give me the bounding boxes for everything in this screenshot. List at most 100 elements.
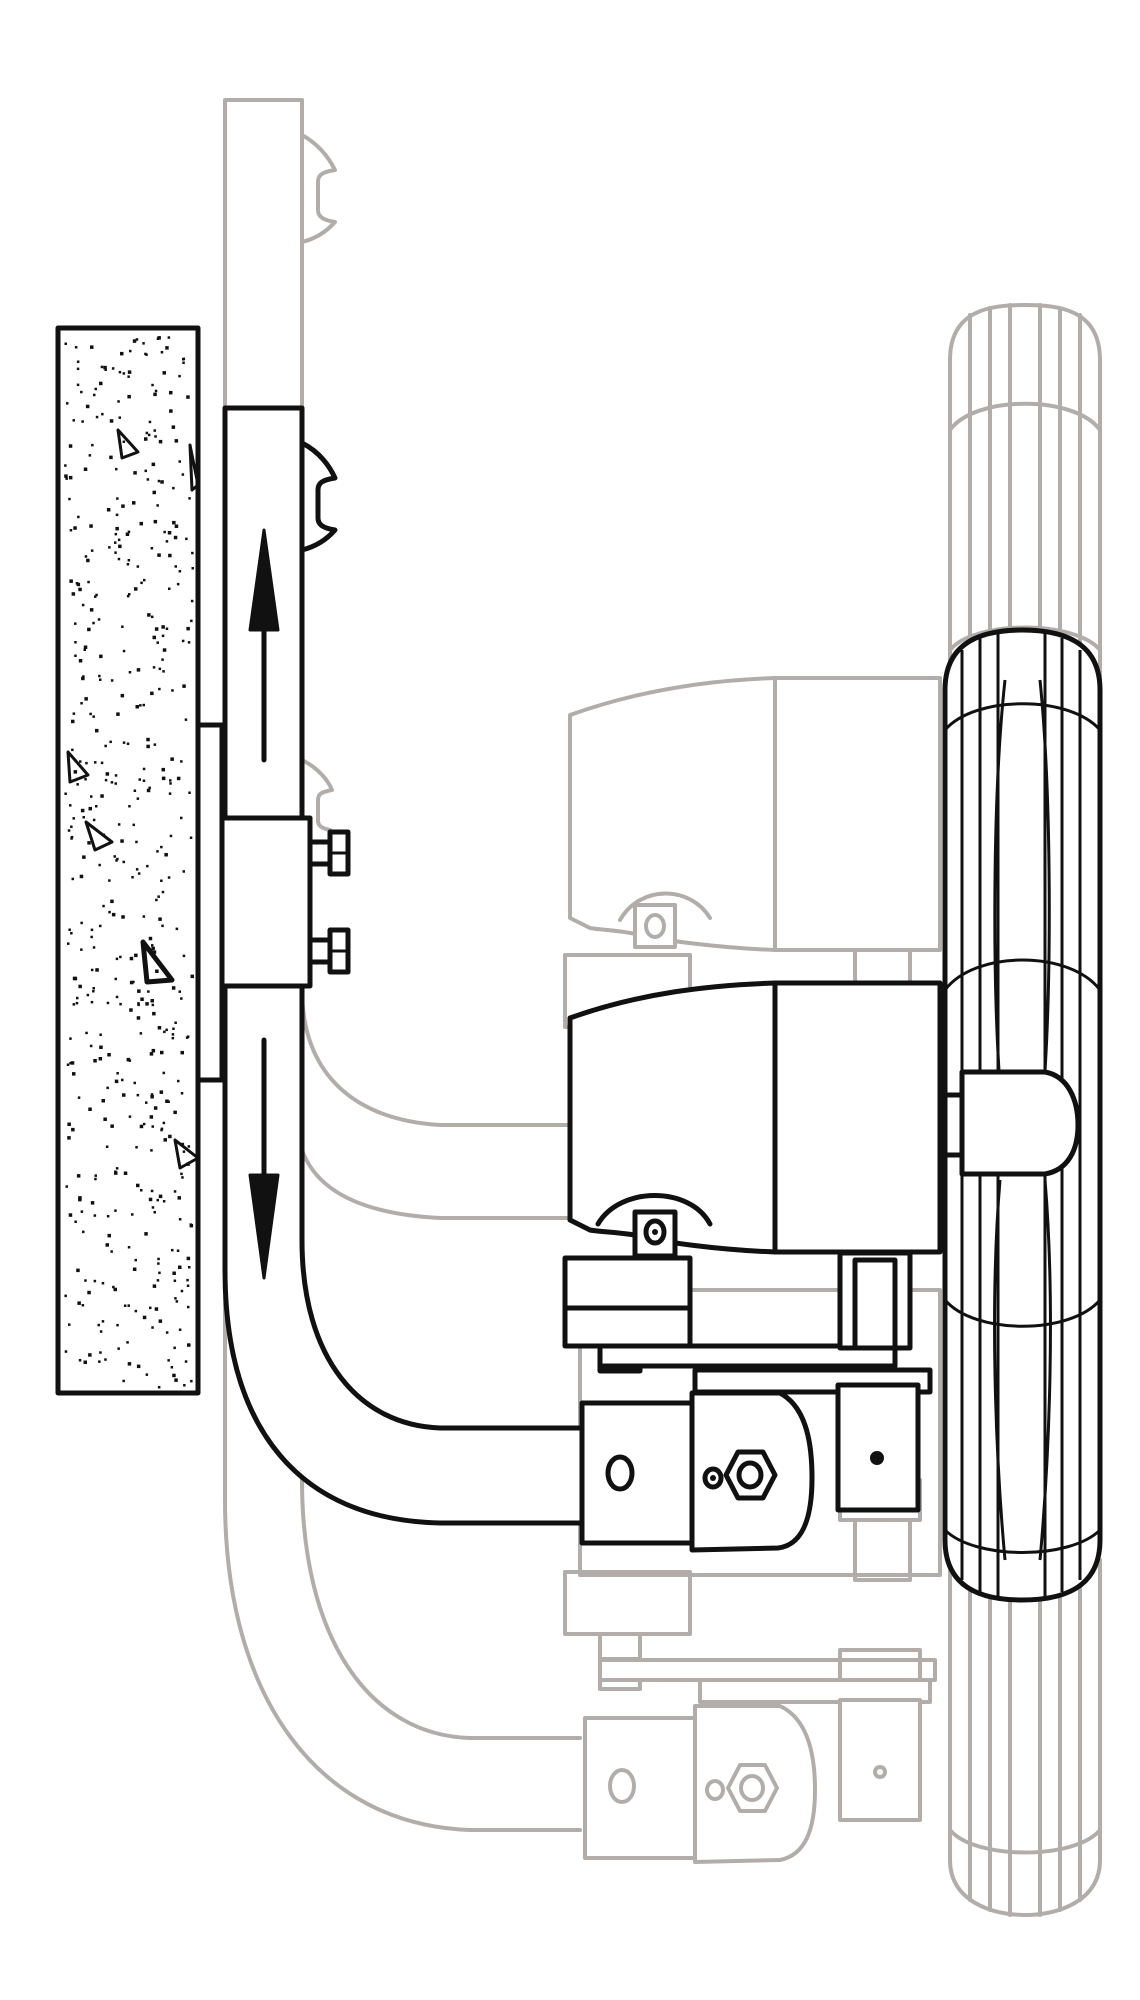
concrete-speck [172,520,176,525]
concrete-speck [79,874,84,879]
concrete-speck [147,613,151,617]
concrete-speck [145,431,149,435]
concrete-speck [146,478,150,481]
concrete-speck [133,1081,136,1085]
concrete-speck [163,1138,167,1142]
concrete-speck [167,531,172,535]
concrete-speck [169,782,172,785]
concrete-speck [140,581,143,585]
concrete-speck [92,987,95,990]
concrete-speck [83,467,88,471]
concrete-speck [151,615,154,619]
concrete-speck [151,944,154,947]
concrete-speck [66,402,69,405]
concrete-speck [115,957,119,961]
concrete-speck [151,1326,154,1329]
concrete-speck [92,946,96,949]
concrete-speck [120,693,125,698]
concrete-speck [153,519,158,524]
concrete-speck [140,997,144,1001]
concrete-speck [154,1307,159,1311]
concrete-speck [81,1304,85,1307]
concrete-speck [164,853,168,857]
wall-plate [195,722,225,1083]
concrete-speck [115,1167,119,1170]
concrete-speck [177,1196,181,1200]
concrete-speck [123,1171,128,1175]
concrete-speck [126,1057,131,1062]
concrete-speck [108,910,111,914]
concrete-speck [160,480,164,484]
concrete-speck [99,1351,102,1354]
concrete-speck [105,1243,109,1247]
concrete-speck [106,508,111,512]
concrete-speck [92,818,96,822]
concrete-speck [126,594,130,598]
concrete-speck [73,770,78,774]
concrete-speck [98,1360,101,1363]
concrete-speck [162,648,167,652]
concrete-speck [174,565,177,568]
concrete-speck [71,1127,75,1132]
concrete-speck [176,1249,180,1252]
concrete-speck [111,912,116,917]
concrete-speck [168,1134,172,1139]
concrete-speck [178,1265,182,1269]
concrete-speck [190,974,194,979]
concrete-speck [99,381,103,386]
concrete-speck [185,537,188,541]
concrete-speck [149,1115,154,1119]
mounting-bracket [579,1250,933,1553]
concrete-speck [182,684,186,688]
concrete-speck [95,968,99,972]
concrete-speck [158,1271,161,1275]
concrete-speck [175,1300,179,1303]
concrete-speck [97,1323,100,1327]
concrete-speck [81,603,85,607]
concrete-speck [156,1198,159,1202]
concrete-speck [142,915,146,918]
concrete-speck [126,563,130,566]
concrete-speck [160,351,164,354]
concrete-speck [129,1008,133,1012]
concrete-speck [115,513,119,517]
concrete-speck [71,877,74,881]
concrete-speck [178,570,182,573]
concrete-speck [127,559,131,562]
concrete-speck [126,1341,129,1344]
concrete-speck [91,443,94,447]
tube-bend [222,983,585,1526]
concrete-speck [186,1256,191,1261]
concrete-speck [176,776,181,781]
concrete-speck [114,1079,119,1084]
concrete-speck [110,781,114,784]
concrete-speck [100,761,104,765]
concrete-speck [190,599,194,603]
concrete-speck [135,705,139,709]
concrete-speck [157,553,161,557]
concrete-speck [186,1284,190,1287]
concrete-speck [104,778,108,782]
concrete-speck [144,1232,148,1236]
concrete-speck [111,367,115,370]
concrete-speck [191,567,194,570]
aggregate-stone [188,443,200,492]
concrete-speck [64,464,67,467]
concrete-speck [90,968,94,972]
concrete-speck [74,641,77,644]
concrete-speck [190,1379,193,1383]
concrete-speck [71,592,76,596]
concrete-speck [145,353,148,356]
concrete-speck [181,1176,184,1179]
concrete-speck [188,791,191,794]
concrete-speck [105,772,110,776]
concrete-speck [90,935,93,939]
concrete-speck [67,829,71,832]
concrete-speck [152,666,156,669]
concrete-speck [123,1304,127,1307]
concrete-speck [121,1078,124,1082]
sliding-post [222,405,338,821]
concrete-speck [163,530,166,534]
concrete-speck [158,1319,163,1323]
concrete-speck [146,788,151,793]
